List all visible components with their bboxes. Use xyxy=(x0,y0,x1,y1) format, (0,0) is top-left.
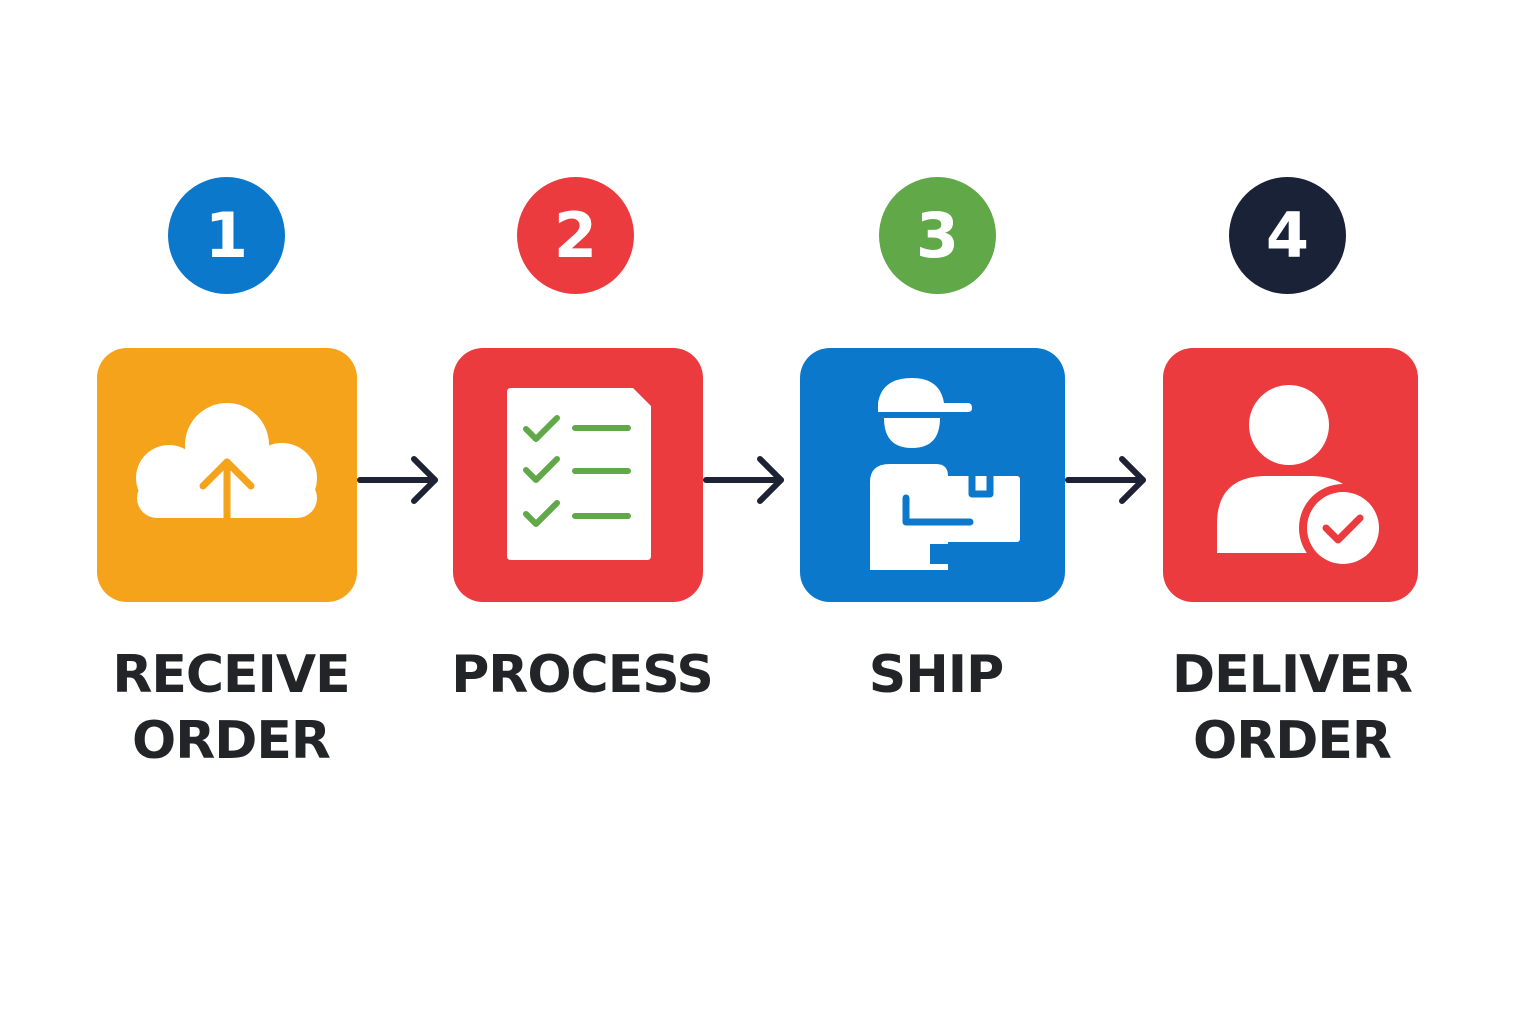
step-1-label-line-1: RECEIVE xyxy=(112,645,350,705)
step-3-tile xyxy=(800,348,1065,602)
step-2-label-line-1: PROCESS xyxy=(451,645,714,705)
cloud-upload-icon xyxy=(136,403,317,549)
step-2-label: PROCESS xyxy=(422,642,742,708)
step-4-tile xyxy=(1163,348,1418,602)
step-1-label-line-2: ORDER xyxy=(132,711,331,771)
user-check-icon xyxy=(1217,385,1387,572)
checklist-document-icon xyxy=(507,388,651,560)
step-4-number-badge: 4 xyxy=(1229,177,1346,294)
step-1-number-badge: 1 xyxy=(168,177,285,294)
step-2-tile xyxy=(453,348,703,602)
step-4-label-line-1: DELIVER xyxy=(1172,645,1413,705)
step-1-tile xyxy=(97,348,357,602)
step-2-number-badge: 2 xyxy=(517,177,634,294)
step-4-label: DELIVER ORDER xyxy=(1132,642,1452,774)
step-3-number-badge: 3 xyxy=(879,177,996,294)
flow-arrow-1 xyxy=(357,456,438,504)
flow-arrow-2 xyxy=(703,456,784,504)
step-1-label: RECEIVE ORDER xyxy=(71,642,391,774)
flow-arrow-3 xyxy=(1065,456,1146,504)
delivery-person-icon xyxy=(870,378,1020,570)
step-3-label-line-1: SHIP xyxy=(868,645,1004,705)
step-3-label: SHIP xyxy=(776,642,1096,708)
step-4-label-line-2: ORDER xyxy=(1193,711,1392,771)
